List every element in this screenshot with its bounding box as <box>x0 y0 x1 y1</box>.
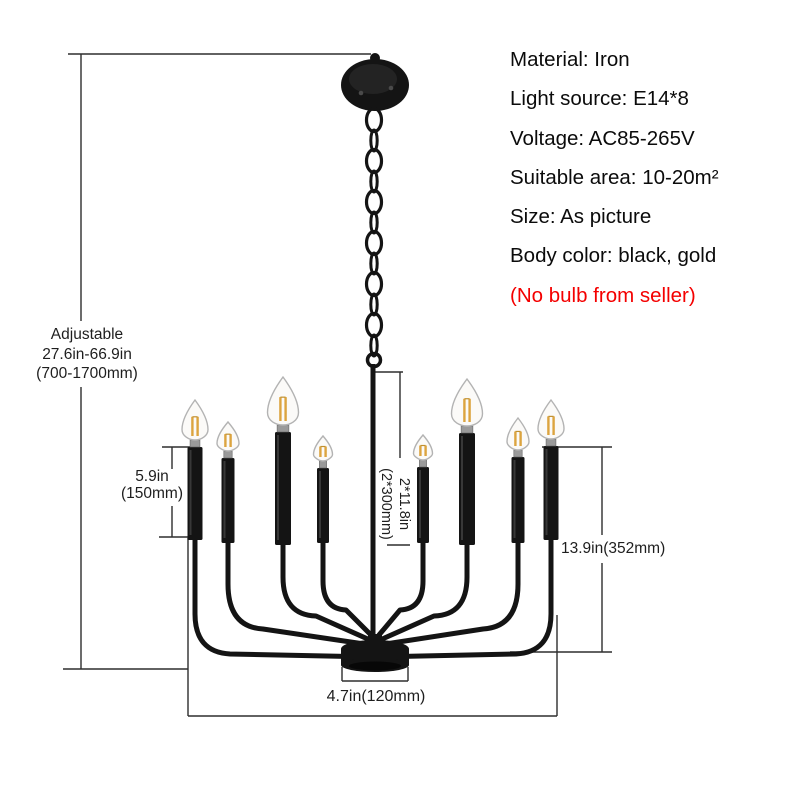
bulb-socket <box>223 450 233 459</box>
bottom-hub <box>341 634 409 672</box>
rod-length-mm: (2*300mm) <box>378 468 395 540</box>
body-height-label: 13.9in(352mm) <box>561 540 666 557</box>
bulb-filament <box>191 416 199 436</box>
candle-bulb <box>537 398 565 440</box>
bulb-socket <box>460 425 474 434</box>
spec-suitable-area: Suitable area: 10-20m² <box>510 165 719 189</box>
candle-holder <box>511 457 525 543</box>
hanging-chain <box>364 106 384 358</box>
chandelier <box>181 53 565 672</box>
bulb-socket <box>319 460 327 469</box>
candle-holder <box>317 468 329 543</box>
candle-height-inches: 5.9in <box>135 468 169 485</box>
spec-list: Material: Iron Light source: E14*8 Volta… <box>510 40 719 315</box>
candle-arm-light <box>506 416 530 543</box>
adjustable-dimension-line <box>63 53 371 670</box>
chandelier-arm <box>376 537 426 638</box>
spec-light-source: Light source: E14*8 <box>510 87 689 111</box>
chandelier-arm <box>280 539 373 643</box>
spec-voltage: Voltage: AC85-265V <box>510 126 695 150</box>
spec-no-bulb-warning: (No bulb from seller) <box>510 283 696 307</box>
candle-bulb <box>181 398 209 441</box>
chandelier-arms <box>192 531 554 660</box>
candle-bulb <box>216 420 240 452</box>
candle-arm-light <box>181 398 209 540</box>
bulb-socket <box>419 459 427 468</box>
chandelier-arm <box>376 537 521 648</box>
spec-size: Size: As picture <box>510 205 652 229</box>
bulb-socket <box>189 439 201 448</box>
candle-height-mm: (150mm) <box>120 485 183 502</box>
candle-bulb <box>266 375 300 426</box>
bulb-filament <box>514 431 522 446</box>
adjustable-title: Adjustable <box>50 326 124 343</box>
candle-arm-light <box>266 375 300 545</box>
chandelier-arm <box>320 537 374 638</box>
center-rod <box>370 364 376 654</box>
bulb-filament <box>279 397 287 421</box>
hub-width-label: 4.7in(120mm) <box>326 688 426 705</box>
candle-arm-light <box>412 433 434 543</box>
bulb-filament <box>419 445 427 456</box>
bulb-filament <box>463 398 471 422</box>
body-height-dimension-line <box>510 446 612 653</box>
adjustable-height-label: Adjustable 27.6in-66.9in (700-1700mm) <box>16 325 158 384</box>
bulb-socket <box>545 438 557 447</box>
chandelier-arm <box>192 531 377 660</box>
bulb-filament <box>547 416 555 435</box>
rod-length-dimension-line <box>374 371 410 546</box>
spec-body-color: Body color: black, gold <box>510 244 717 268</box>
candle-height-label: 5.9in (150mm) <box>109 468 195 502</box>
overall-width-bracket <box>187 538 558 717</box>
hub-width-bracket <box>341 667 409 682</box>
chandelier-arm <box>377 539 470 643</box>
candle-arm-light <box>312 434 334 543</box>
bulb-filament <box>224 434 232 447</box>
spec-material: Material: Iron <box>510 48 630 71</box>
adjustable-mm: (700-1700mm) <box>36 365 138 382</box>
candle-arm-light <box>537 398 565 540</box>
candle-bulb <box>450 377 484 427</box>
candle-arm-light <box>450 377 484 545</box>
chandelier-arm <box>373 531 554 660</box>
dimension-lines <box>63 53 612 717</box>
rod-length-inches: 2*11.8in <box>396 477 412 531</box>
candle-bulb <box>412 433 434 461</box>
candle-bulb <box>312 434 334 462</box>
ceiling-canopy <box>341 53 409 111</box>
candle-holder <box>221 458 235 543</box>
bulb-socket <box>513 449 523 458</box>
candle-bulb <box>506 416 530 451</box>
candle-holder <box>417 467 429 543</box>
bulb-filament <box>319 446 327 457</box>
candle-height-dimension-line <box>159 446 197 538</box>
adjustable-inches: 27.6in-66.9in <box>42 345 132 363</box>
rod-length-label: 2*11.8in (2*300mm) <box>376 458 413 550</box>
candle-arm-light <box>216 420 240 543</box>
chandelier-arm <box>225 537 374 648</box>
bulb-socket <box>276 424 290 433</box>
